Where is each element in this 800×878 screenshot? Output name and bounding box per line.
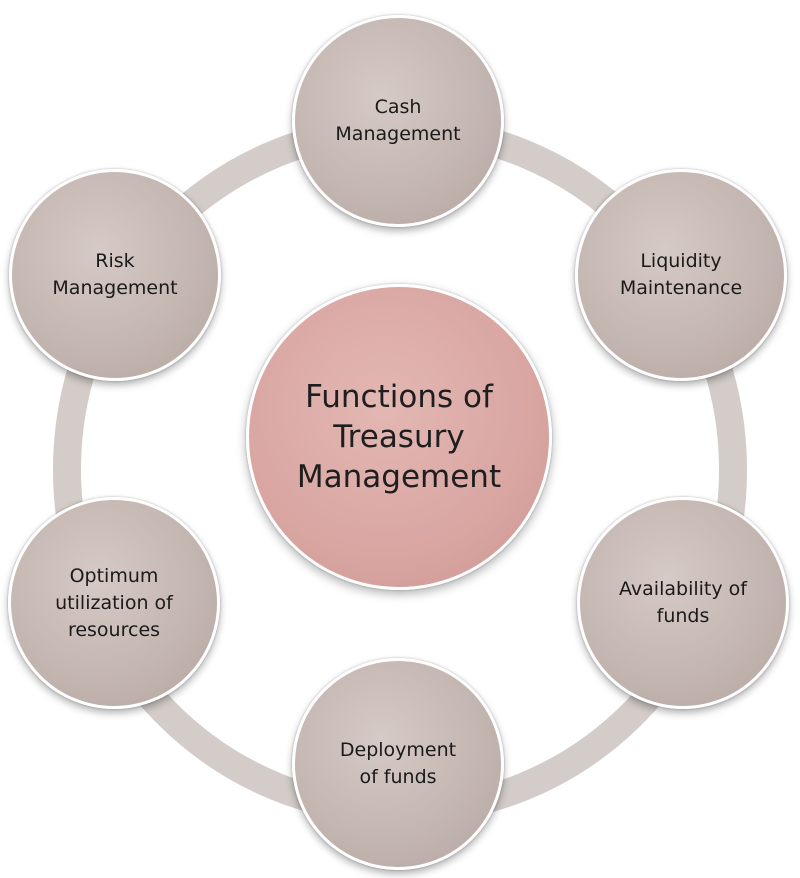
- node-label: Availability of funds: [619, 578, 747, 627]
- node-label: Optimum utilization of resources: [55, 564, 173, 641]
- node-liquidity-maintenance: Liquidity Maintenance: [575, 169, 787, 381]
- node-label: Liquidity Maintenance: [619, 250, 743, 299]
- node-risk-management: Risk Management: [9, 169, 221, 381]
- node-label: Cash Management: [335, 96, 461, 145]
- node-optimum-utilization: Optimum utilization of resources: [8, 497, 220, 709]
- center-label: Functions of Treasury Management: [296, 379, 502, 495]
- node-cash-management: Cash Management: [292, 15, 504, 227]
- node-availability-of-funds: Availability of funds: [577, 497, 789, 709]
- node-label: Deployment of funds: [339, 739, 457, 788]
- center-node: Functions of Treasury Management: [246, 284, 552, 590]
- node-label: Risk Management: [52, 250, 178, 299]
- node-deployment-of-funds: Deployment of funds: [292, 658, 504, 870]
